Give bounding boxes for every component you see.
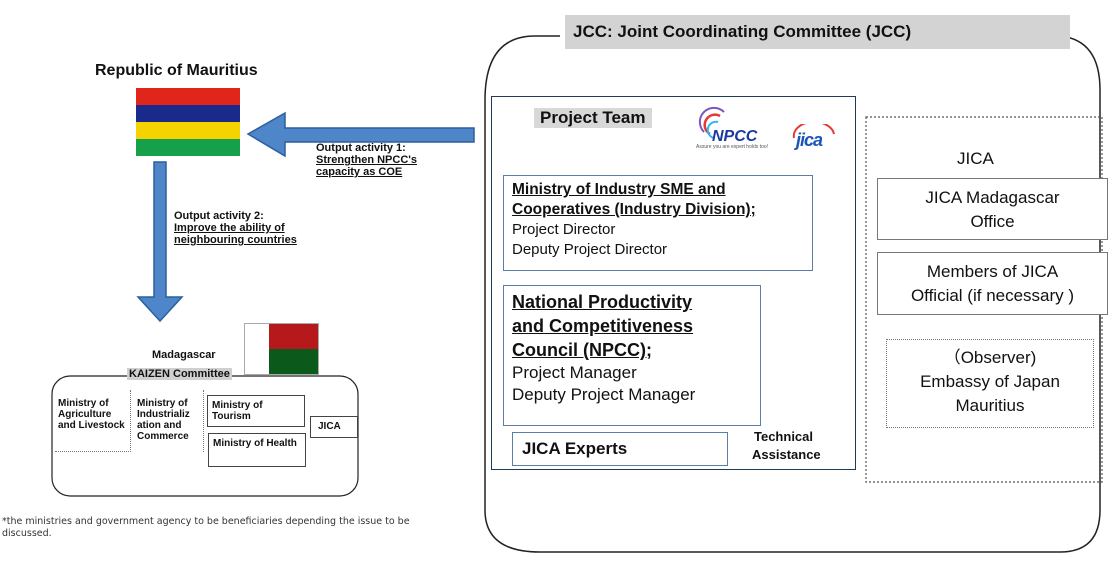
jica-members-line1: Members of JICA xyxy=(926,262,1059,281)
mauritius-title: Republic of Mauritius xyxy=(95,62,258,79)
output1-line2: capacity as COE xyxy=(316,166,403,178)
jica-members-box: Members of JICA Official (if necessary ) xyxy=(877,252,1108,315)
jica-members-line2: Official (if necessary ) xyxy=(910,286,1075,305)
member-agriculture: Ministry of Agriculture and Livestock xyxy=(55,390,131,452)
madagascar-title: Madagascar xyxy=(152,349,216,361)
jica-office-line1: JICA Madagascar xyxy=(925,188,1060,207)
observer-line3: Mauritius xyxy=(955,396,1025,415)
jica-dotted-box xyxy=(865,116,1103,483)
ministry-title-line2: Cooperatives (Industry Division); xyxy=(512,201,756,218)
jica-arc-icon xyxy=(792,124,835,139)
ministry-title-line1: Ministry of Industry SME and xyxy=(512,181,726,198)
footnote-line2: discussed. xyxy=(2,528,52,539)
output2-line2: neighbouring countries xyxy=(174,234,297,246)
npcc-role1: Project Manager xyxy=(512,363,637,382)
member-health: Ministry of Health xyxy=(208,433,306,467)
kaizen-committee-title: KAIZEN Committee xyxy=(127,368,232,380)
jcc-outline xyxy=(484,35,1101,553)
npcc-swirl-icon xyxy=(698,106,725,139)
observer-line2: Embassy of Japan xyxy=(920,372,1060,391)
technical-assistance-line2: Assistance xyxy=(752,447,821,462)
mauritius-flag xyxy=(136,88,240,156)
technical-assistance-line1: Technical xyxy=(754,429,814,444)
ministry-role2: Deputy Project Director xyxy=(512,241,668,258)
jica-madagascar-office-box: JICA Madagascar Office xyxy=(877,178,1108,240)
observer-box: （Observer) Embassy of Japan Mauritius xyxy=(886,339,1094,428)
npcc-title-line3: Council (NPCC); xyxy=(512,340,652,360)
output1-arrow xyxy=(246,111,475,158)
member-tourism: Ministry of Tourism xyxy=(207,395,305,427)
jcc-title: JCC: Joint Coordinating Committee (JCC) xyxy=(565,15,1070,49)
output2-arrow xyxy=(136,161,184,323)
madagascar-flag-red xyxy=(269,324,318,349)
project-team-title: Project Team xyxy=(534,108,652,128)
output2-title: Output activity 2: xyxy=(174,210,264,222)
ministry-role1: Project Director xyxy=(512,221,616,238)
mauritius-flag-stripe xyxy=(136,139,240,156)
output1-label: Output activity 1: Strengthen NPCC's cap… xyxy=(316,142,417,178)
jica-side-title: JICA xyxy=(957,149,994,168)
observer-line1: （Observer) xyxy=(943,348,1037,367)
technical-assistance-label: Technical Assistance xyxy=(752,428,821,464)
member-industrialization: Ministry of Industrializ ation and Comme… xyxy=(134,390,204,452)
output1-title: Output activity 1: xyxy=(316,142,406,154)
mauritius-flag-stripe xyxy=(136,122,240,139)
madagascar-flag xyxy=(244,323,319,375)
npcc-logo-text: NPCC xyxy=(712,128,758,145)
output2-label: Output activity 2: Improve the ability o… xyxy=(174,210,297,246)
output1-line1: Strengthen NPCC's xyxy=(316,154,418,166)
ministry-box: Ministry of Industry SME and Cooperative… xyxy=(503,175,813,271)
madagascar-flag-white xyxy=(245,324,270,374)
npcc-role2: Deputy Project Manager xyxy=(512,385,696,404)
mauritius-flag-stripe xyxy=(136,88,240,105)
jica-office-line2: Office xyxy=(970,212,1015,231)
npcc-title-line1: National Productivity xyxy=(512,292,693,312)
member-jica: JICA xyxy=(310,416,358,438)
npcc-box: National Productivity and Competitivenes… xyxy=(503,285,761,426)
mauritius-flag-stripe xyxy=(136,105,240,122)
jica-experts-box: JICA Experts xyxy=(512,432,728,466)
jica-logo-text: jica xyxy=(796,130,823,150)
output2-line1: Improve the ability of xyxy=(174,222,285,234)
footnote-line1: *the ministries and government agency to… xyxy=(2,516,410,527)
footnote: *the ministries and government agency to… xyxy=(2,516,410,540)
jica-logo: jica xyxy=(790,124,838,152)
madagascar-flag-green xyxy=(269,349,318,374)
npcc-tagline: Assure you are expert holds too! xyxy=(696,144,768,150)
npcc-logo: NPCC Assure you are expert holds too! xyxy=(690,104,785,152)
npcc-title-line2: and Competitiveness xyxy=(512,316,694,336)
